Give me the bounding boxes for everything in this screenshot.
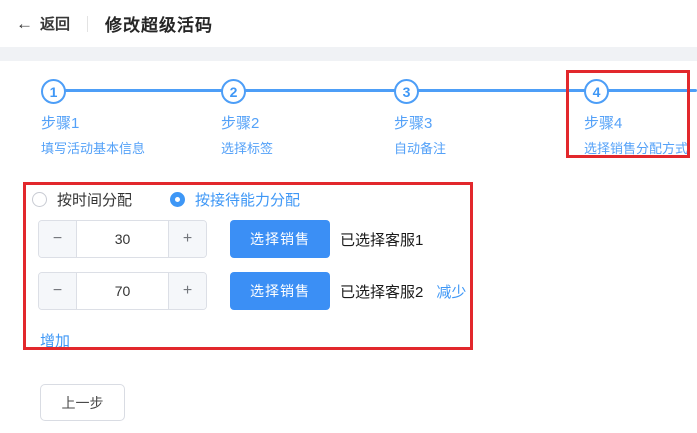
increment-button[interactable]: + xyxy=(168,221,206,257)
step-3-label: 步骤3 xyxy=(394,115,433,132)
step-2-description: 选择标签 xyxy=(221,141,274,156)
step-4-circle: 4 xyxy=(584,79,609,104)
radio-circle-icon xyxy=(170,191,186,207)
decrement-button[interactable]: − xyxy=(39,273,77,309)
step-4-label: 步骤4 xyxy=(584,115,623,132)
step-3-description: 自动备注 xyxy=(394,141,447,156)
step-1-description: 填写活动基本信息 xyxy=(41,141,146,156)
stepper-connector-line xyxy=(53,89,697,92)
allocation-mode-radio-group: 按时间分配 按接待能力分配 xyxy=(32,189,300,210)
allocation-row-1: − + 选择销售 已选择客服1 xyxy=(38,220,436,258)
back-arrow-icon: ← xyxy=(16,14,33,33)
add-row-link[interactable]: 增加 xyxy=(40,333,71,350)
quantity-stepper-1: − + xyxy=(38,220,207,258)
radio-option-by-capacity[interactable]: 按接待能力分配 xyxy=(170,189,300,210)
increment-button[interactable]: + xyxy=(168,273,206,309)
back-button[interactable]: ← 返回 xyxy=(16,13,70,34)
section-divider-strip xyxy=(0,47,697,61)
allocation-value-input-2[interactable] xyxy=(77,273,168,309)
step-1-circle: 1 xyxy=(41,79,66,104)
radio-circle-icon xyxy=(32,191,47,207)
page-title: 修改超级活码 xyxy=(105,16,214,35)
select-sales-button-2[interactable]: 选择销售 xyxy=(230,272,330,310)
header-divider xyxy=(87,15,89,32)
decrement-button[interactable]: − xyxy=(39,221,77,257)
radio-option-by-time[interactable]: 按时间分配 xyxy=(32,189,132,210)
back-button-label: 返回 xyxy=(40,16,71,33)
step-2-label: 步骤2 xyxy=(221,115,260,132)
step-4-description: 选择销售分配方式 xyxy=(584,141,689,156)
step-1-label: 步骤1 xyxy=(41,115,80,132)
allocation-row-2: − + 选择销售 已选择客服2 减少 xyxy=(38,272,466,310)
quantity-stepper-2: − + xyxy=(38,272,207,310)
selected-agent-text-1: 已选择客服1 xyxy=(340,231,424,249)
remove-row-link-2[interactable]: 减少 xyxy=(436,283,467,301)
page-header: ← 返回 修改超级活码 xyxy=(0,0,697,47)
step-3-circle: 3 xyxy=(394,79,419,104)
radio-option-by-capacity-label: 按接待能力分配 xyxy=(195,191,301,209)
select-sales-button-1[interactable]: 选择销售 xyxy=(230,220,330,258)
allocation-value-input-1[interactable] xyxy=(77,221,168,257)
radio-option-by-time-label: 按时间分配 xyxy=(57,191,133,209)
step-2-circle: 2 xyxy=(221,79,246,104)
previous-step-button[interactable]: 上一步 xyxy=(40,384,125,421)
selected-agent-text-2: 已选择客服2 xyxy=(340,283,424,301)
